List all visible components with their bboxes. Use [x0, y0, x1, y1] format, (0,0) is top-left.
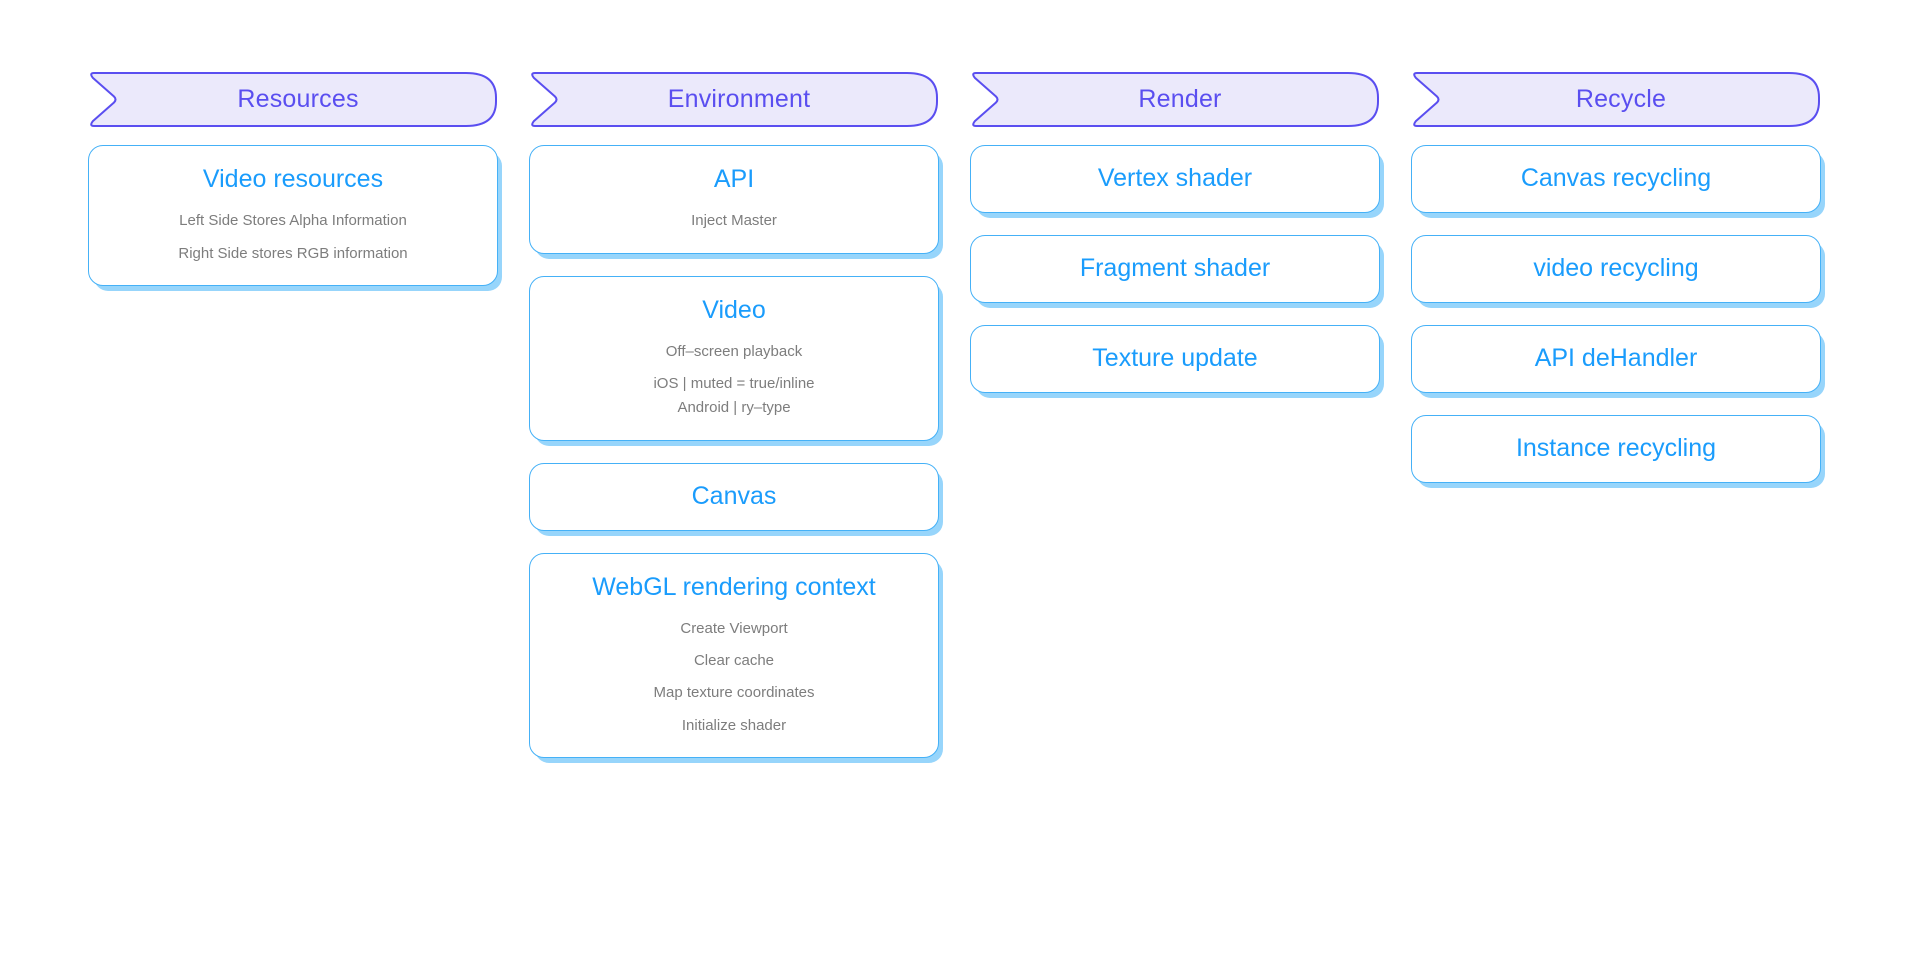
card-detail-line: Android | ry–type [677, 399, 791, 417]
card[interactable]: video recycling [1411, 235, 1821, 303]
card-detail-group: Create Viewport [552, 617, 916, 640]
chevron-shape-icon [90, 72, 497, 127]
card-title: video recycling [1533, 254, 1699, 283]
card[interactable]: API deHandler [1411, 325, 1821, 393]
card[interactable]: Canvas recycling [1411, 145, 1821, 213]
card-detail-list: Inject Master [552, 209, 916, 232]
card-title: Texture update [1092, 344, 1258, 373]
card-detail-line: Inject Master [691, 212, 777, 230]
card-detail-line: Create Viewport [680, 619, 788, 637]
stage-header-label: Resources [237, 85, 359, 113]
card-title: Vertex shader [1097, 164, 1253, 193]
card-title: Video resources [202, 165, 384, 193]
card-detail-line: Clear cache [693, 652, 775, 669]
card-title: Canvas recycling [1520, 164, 1712, 193]
stage-header-label: Environment [667, 85, 811, 113]
stage-header-recycle[interactable]: Recycle [1411, 72, 1821, 127]
chevron-shape-icon [1413, 72, 1820, 127]
card-detail-line: Left Side Stores Alpha Information [179, 212, 407, 230]
card-detail-line: Map texture coordinates [653, 684, 815, 702]
card-detail-line: Initialize shader [681, 716, 787, 734]
stage-header-environment[interactable]: Environment [529, 72, 939, 127]
card[interactable]: Vertex shader [970, 145, 1380, 213]
card-title: Canvas [691, 481, 777, 510]
chevron-shape-icon [531, 72, 938, 127]
stage-header-resources[interactable]: Resources [88, 72, 498, 127]
card-title: WebGL rendering context [592, 572, 876, 601]
card-detail-group: Off–screen playback [552, 340, 916, 363]
stage-header-label: Render [1138, 85, 1222, 113]
card-detail-group: Left Side Stores Alpha Information [111, 209, 475, 232]
card-title: Instance recycling [1515, 434, 1717, 463]
card[interactable]: Fragment shader [970, 235, 1380, 303]
card-title: API [713, 165, 755, 193]
card-detail-list: Off–screen playback iOS | muted = true/in… [552, 340, 916, 420]
card[interactable]: Instance recycling [1411, 415, 1821, 483]
card-detail-group: Initialize shader [552, 714, 916, 737]
card[interactable]: Canvas [529, 462, 939, 531]
card-detail-group: Map texture coordinates [552, 681, 916, 704]
card-detail-line: Off–screen playback [665, 342, 803, 360]
stage-header-render[interactable]: Render [970, 72, 1380, 127]
card-title: Fragment shader [1079, 254, 1271, 283]
card-detail-line: Right Side stores RGB information [178, 244, 408, 262]
card-title: API deHandler [1534, 344, 1698, 373]
card[interactable]: API Inject Master [529, 145, 939, 254]
stage-header-label: Recycle [1575, 85, 1667, 113]
card-detail-group: Clear cache [552, 649, 916, 672]
chevron-shape-icon [972, 72, 1379, 127]
card-detail-group: Inject Master [552, 209, 916, 232]
card-detail-line: iOS | muted = true/inline [653, 375, 815, 392]
card-detail-group: Right Side stores RGB information [111, 242, 475, 265]
card-title: Video [702, 295, 766, 324]
card[interactable]: Texture update [970, 325, 1380, 393]
